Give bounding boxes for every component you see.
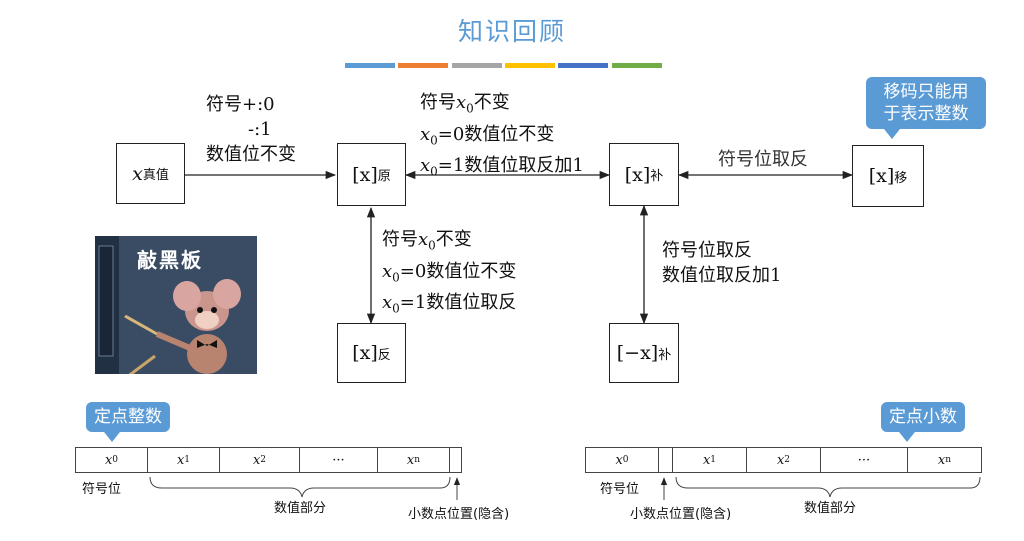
color-stripe-6 [612, 63, 662, 68]
note-line: 于表示整数 [883, 104, 969, 124]
point-gap-cell [449, 447, 462, 473]
bit-cell: ··· [820, 447, 907, 473]
point-gap-cell [658, 447, 672, 473]
fraction-point-label: 小数点位置(隐含) [630, 507, 732, 522]
fraction-sign-label: 符号位 [600, 482, 640, 497]
box-sub: 移 [894, 170, 908, 186]
original-to-complement-label: 符号x0不变 x0=0数值位不变 x0=1数值位取反加1 [420, 90, 584, 185]
box-var: [x] [352, 342, 378, 364]
label-line: 符号位取反 [662, 240, 752, 261]
ones-complement-box: [x]反 [337, 323, 406, 383]
integer-sign-label: 符号位 [82, 482, 122, 497]
box-sub: 原 [377, 169, 391, 184]
label-line: x0=0数值位不变 [382, 260, 517, 285]
neg-complement-box: [−x]补 [609, 323, 679, 383]
label-line: x0=0数值位不变 [420, 123, 555, 148]
box-sub: 补 [658, 347, 672, 363]
color-stripe-2 [398, 63, 448, 68]
value-brace-integer [149, 476, 451, 498]
label-line: 符号x0不变 [420, 92, 510, 116]
fraction-value-label: 数值部分 [804, 501, 857, 516]
box-var: [−x] [616, 342, 659, 364]
original-to-ones-label: 符号x0不变 x0=0数值位不变 x0=1数值位取反 [382, 227, 516, 322]
label-line: 数值位不变 [206, 144, 296, 165]
complement-to-neg-label: 符号位取反 数值位取反加1 [662, 238, 781, 288]
label-line: x0=1数值位取反 [382, 292, 517, 316]
integer-note-callout: 定点整数 [86, 402, 170, 442]
label-line: 符号x0不变 [382, 229, 472, 253]
integer-value-label: 数值部分 [274, 501, 327, 516]
box-var: [x] [352, 163, 378, 186]
bit-cell: ··· [299, 447, 377, 473]
box-var: x [132, 162, 143, 185]
blackboard-caption: 敲黑板 [137, 248, 203, 272]
box-sub: 补 [650, 169, 664, 184]
box-sub: 真值 [142, 168, 169, 183]
color-stripe-5 [558, 63, 608, 68]
box-sub: 反 [377, 347, 391, 363]
box-var: [x] [868, 165, 895, 187]
label-line: 数值位取反加1 [662, 265, 782, 286]
offset-note-callout: 移码只能用 于表示整数 [866, 77, 986, 139]
color-stripe-1 [345, 63, 395, 68]
label-line: 符号+:0 [206, 94, 275, 115]
complement-to-offset-label: 符号位取反 [718, 149, 808, 170]
label-line: -:1 [248, 119, 272, 140]
true-to-original-label: 符号+:0 -:1 数值位不变 [206, 92, 296, 167]
label-line: x0=1数值位取反加1 [420, 155, 584, 179]
integer-point-label: 小数点位置(隐含) [408, 507, 510, 522]
value-brace-fraction [675, 476, 981, 498]
note-line: 移码只能用 [883, 82, 969, 102]
box-var: [x] [624, 163, 651, 186]
page-title: 知识回顾 [457, 17, 566, 46]
original-code-box: [x]原 [337, 143, 406, 206]
color-stripe-3 [452, 63, 502, 68]
blackboard-cartoon-image: 敲黑板 [95, 236, 257, 374]
offset-code-box: [x]移 [852, 145, 924, 207]
fraction-note-callout: 定点小数 [881, 402, 965, 442]
cartoon-drawing [95, 236, 241, 374]
color-stripe-4 [505, 63, 555, 68]
complement-code-box: [x]补 [609, 143, 679, 206]
